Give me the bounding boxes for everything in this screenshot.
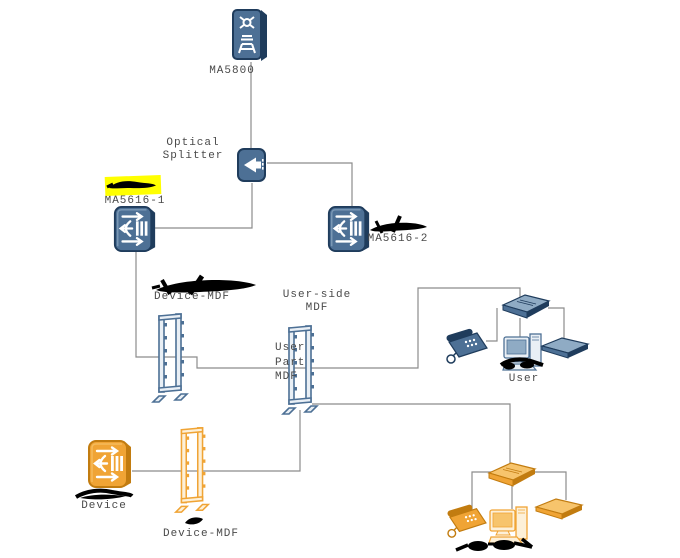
- mdf-rack-device-icon: [150, 310, 190, 406]
- device-label: Device: [81, 500, 127, 512]
- pen-scribble-bottom-user: [455, 537, 534, 552]
- set-top-box-icon: [540, 334, 590, 360]
- dslam-ma5616-1-icon: [112, 204, 158, 254]
- device-mdf-top-label: Device-MDF: [154, 291, 231, 303]
- telephone-icon: [444, 326, 490, 366]
- modem-orange-icon: [486, 460, 538, 488]
- yellow-highlight-scribble: [104, 175, 162, 196]
- pen-scribble-device-mdf-bottom: [185, 517, 203, 525]
- pen-scribble-device: [74, 488, 134, 500]
- user-label: User: [508, 373, 540, 385]
- pen-scribble-device-mdf: [151, 274, 256, 296]
- set-top-box-orange-icon: [534, 494, 584, 522]
- device-mdf-bottom-label: Device-MDF: [162, 528, 239, 540]
- ma5800-label: MA5800: [209, 65, 255, 77]
- modem-icon: [500, 292, 552, 320]
- pen-scribble-ma5616-2: [370, 215, 427, 234]
- pen-scribble-user: [499, 357, 544, 370]
- olt-ma5800-icon: [230, 8, 270, 62]
- ma5616-2-label: MA5616-2: [367, 233, 429, 245]
- optical-splitter-icon: [236, 146, 268, 184]
- device-dslam-orange-icon: [86, 438, 134, 490]
- ma5616-1-label: MA5616-1: [104, 195, 166, 207]
- mdf-rack-device-orange-icon: [172, 424, 212, 516]
